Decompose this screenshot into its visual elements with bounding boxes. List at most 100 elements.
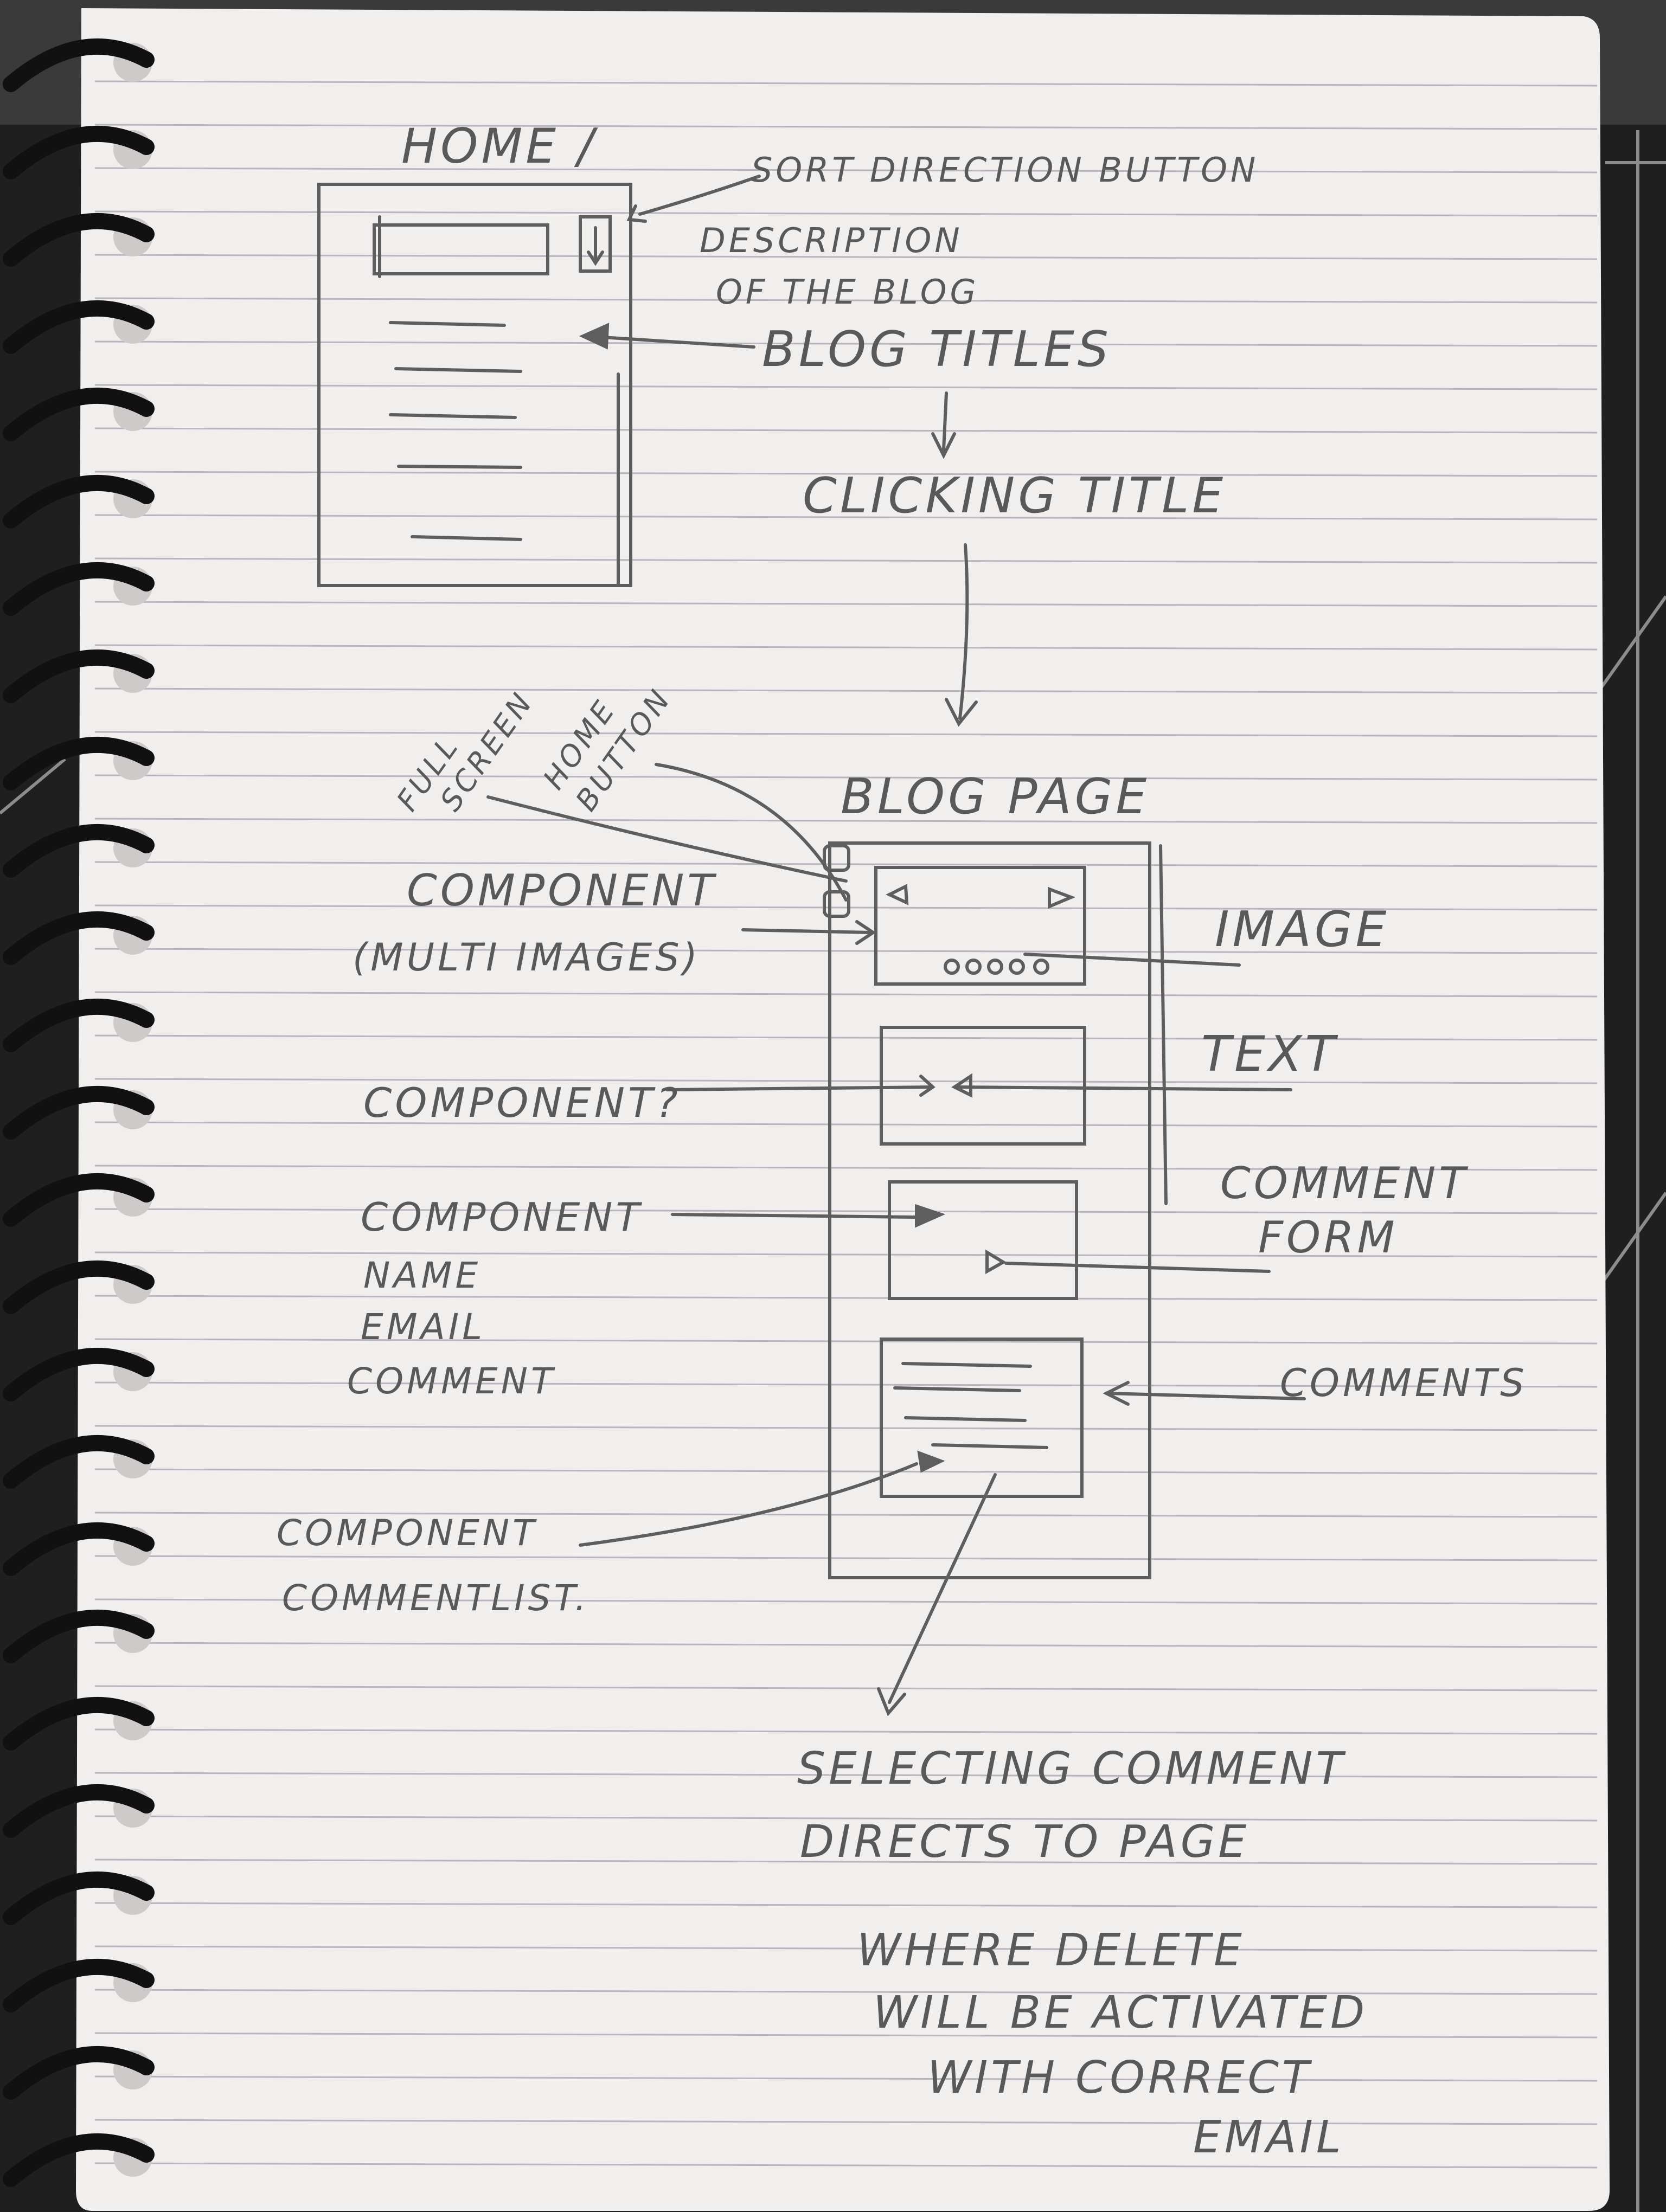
spiral-coil [3, 213, 155, 267]
rule-line [94, 1468, 1598, 1475]
carousel-dots [944, 959, 1049, 975]
spiral-coil [3, 562, 155, 616]
spiral-coil [3, 300, 155, 354]
component-commentlist-label-2: COMMENTLIST. [282, 1577, 589, 1619]
rule-line [94, 1815, 1598, 1822]
spiral-coil [3, 2133, 155, 2187]
sort-direction-label: SORT DIRECTION BUTTON [751, 150, 1259, 190]
image-label: IMAGE [1215, 901, 1389, 958]
spiral-coil [3, 649, 155, 703]
rule-line [94, 340, 1598, 347]
rule-line [94, 167, 1598, 173]
spiral-coil [3, 1435, 155, 1489]
rule-line [94, 1338, 1598, 1345]
spiral-coil [3, 1871, 155, 1925]
rule-line [94, 904, 1598, 911]
ruled-lines [94, 80, 1598, 2169]
spiral-coil [3, 38, 155, 92]
rule-line [94, 818, 1598, 824]
component-form-label-2: NAME [363, 1255, 481, 1296]
component-multi-images-label-1: COMPONENT [407, 865, 717, 916]
spiral-coil [3, 1696, 155, 1751]
rule-line [94, 1251, 1598, 1258]
spiral-coil [3, 474, 155, 529]
rule-line [94, 557, 1598, 564]
spiral-coil [3, 2046, 155, 2100]
full-screen-button-sketch [823, 844, 850, 872]
description-label-1: DESCRIPTION [700, 221, 963, 260]
rule-line [94, 514, 1598, 520]
description-label-2: OF THE BLOG [716, 272, 979, 312]
rule-line [94, 1555, 1598, 1561]
delete-note-1: WHERE DELETE [857, 1925, 1245, 1976]
delete-note-3: WITH CORRECT [927, 2052, 1312, 2104]
blog-titles-label: BLOG TITLES [762, 321, 1112, 378]
rule-line [94, 124, 1598, 130]
clicking-title-label: CLICKING TITLE [803, 467, 1226, 524]
component-form-label-3: EMAIL [361, 1306, 485, 1348]
rule-line [94, 1208, 1598, 1214]
rule-line [94, 427, 1598, 434]
rule-line [94, 1728, 1598, 1735]
rule-line [94, 471, 1598, 477]
rule-line [94, 991, 1598, 998]
spiral-binding [3, 38, 155, 2187]
selecting-note-2: DIRECTS TO PAGE [800, 1816, 1250, 1868]
home-title: HOME / [401, 118, 598, 174]
rule-line [94, 1902, 1598, 1908]
rule-line [94, 2119, 1598, 2125]
rule-line [94, 384, 1598, 390]
rule-line [94, 1295, 1598, 1301]
rule-line [94, 1642, 1598, 1648]
image-component-sketch [874, 866, 1086, 986]
rule-line [94, 948, 1598, 954]
rule-line [94, 861, 1598, 867]
rule-line [94, 1859, 1598, 1865]
component-form-label-4: COMMENT [347, 1360, 556, 1402]
rule-line [94, 1078, 1598, 1084]
rule-line [94, 1121, 1598, 1128]
home-wireframe [317, 175, 978, 727]
rule-line [94, 1512, 1598, 1518]
rule-line [94, 1381, 1598, 1388]
blog-page-wireframe [486, 763, 1306, 1716]
rule-line [94, 687, 1598, 694]
rule-line [94, 1989, 1598, 1995]
comments-label: COMMENTS [1280, 1361, 1528, 1405]
spiral-coil [3, 1522, 155, 1576]
delete-note-2: WILL BE ACTIVATED [873, 1987, 1368, 2039]
spiral-coil [3, 1173, 155, 1227]
blog-page-frame [828, 841, 1151, 1579]
search-bar-sketch [373, 223, 549, 275]
rule-line [94, 1165, 1598, 1171]
rule-line [94, 731, 1598, 737]
text-component-sketch [880, 1026, 1086, 1146]
component-commentlist-label-1: COMPONENT [277, 1512, 538, 1554]
component-form-label-1: COMPONENT [361, 1194, 643, 1240]
spiral-coil [3, 998, 155, 1052]
spiral-coil [3, 1958, 155, 2012]
rule-line [94, 1772, 1598, 1778]
rule-line [94, 601, 1598, 607]
spiral-coil [3, 1609, 155, 1663]
rule-line [94, 1685, 1598, 1692]
home-button-sketch [823, 890, 850, 918]
component-multi-images-label-2: (MULTI IMAGES) [353, 935, 701, 980]
rule-line [94, 1945, 1598, 1952]
spiral-coil [3, 1347, 155, 1401]
rule-line [94, 297, 1598, 304]
comment-form-sketch [888, 1180, 1078, 1300]
rule-line [94, 1425, 1598, 1431]
rule-line [94, 644, 1598, 651]
blog-page-title: BLOG PAGE [841, 768, 1150, 825]
comment-form-label-2: FORM [1258, 1212, 1398, 1263]
spiral-coil [3, 1784, 155, 1838]
comments-list-sketch [880, 1338, 1084, 1498]
delete-note-4: EMAIL [1193, 2112, 1344, 2163]
rule-line [94, 774, 1598, 781]
rule-line [94, 2075, 1598, 2082]
comment-form-label-1: COMMENT [1220, 1158, 1469, 1208]
selecting-note-1: SELECTING COMMENT [797, 1743, 1346, 1795]
